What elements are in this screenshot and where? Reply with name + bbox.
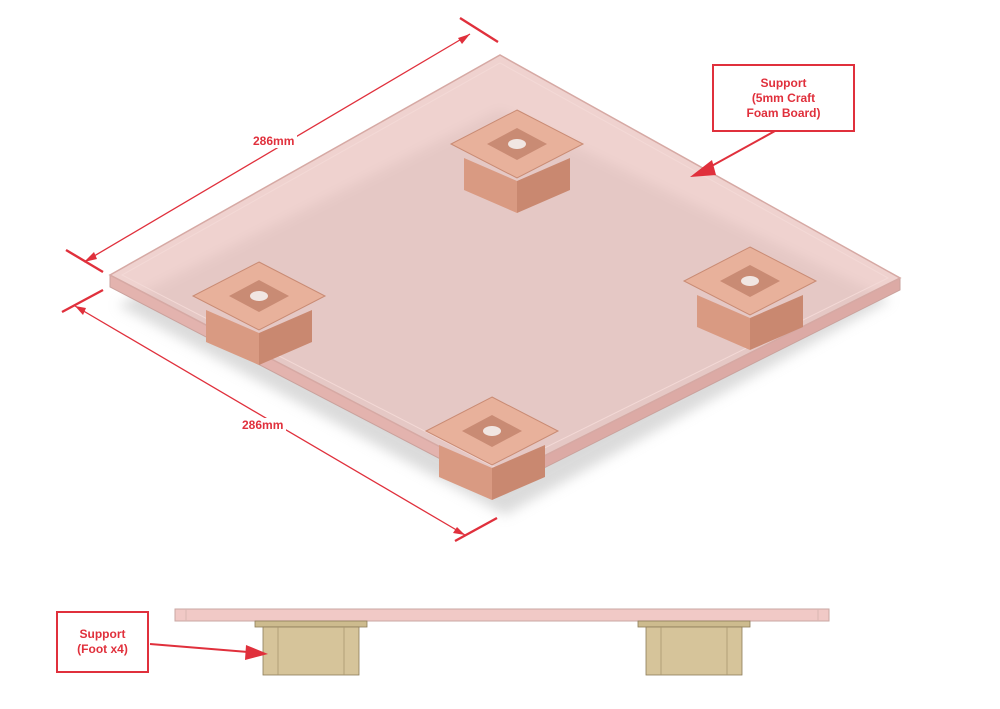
foot-top	[449, 109, 585, 213]
dimension-top-edge	[65, 16, 499, 274]
side-view-foot-right	[637, 620, 751, 676]
foot-left	[191, 261, 327, 365]
foot-callout-line1: Support	[79, 627, 126, 641]
foot-bottom	[424, 396, 560, 500]
side-view-foot-left	[254, 620, 368, 676]
foam-board-top	[108, 54, 902, 479]
board-callout: Support (5mm Craft Foam Board)	[712, 64, 855, 132]
board-callout-line1: Support	[760, 75, 807, 90]
foam-board-inner-edge	[120, 62, 890, 471]
board-callout-line2: (5mm Craft	[751, 90, 816, 105]
side-view	[174, 608, 830, 676]
foot-callout: Support (Foot x4)	[56, 611, 149, 673]
dimension-label-top: 286mm	[250, 134, 298, 148]
foot-callout-arrow	[149, 643, 268, 660]
foot-right	[682, 246, 818, 350]
side-view-board	[174, 608, 830, 622]
board-callout-line3: Foam Board)	[746, 105, 821, 120]
foot-callout-line2: (Foot x4)	[77, 642, 128, 656]
dimension-label-left: 286mm	[239, 418, 287, 432]
board-callout-arrow	[690, 130, 776, 177]
